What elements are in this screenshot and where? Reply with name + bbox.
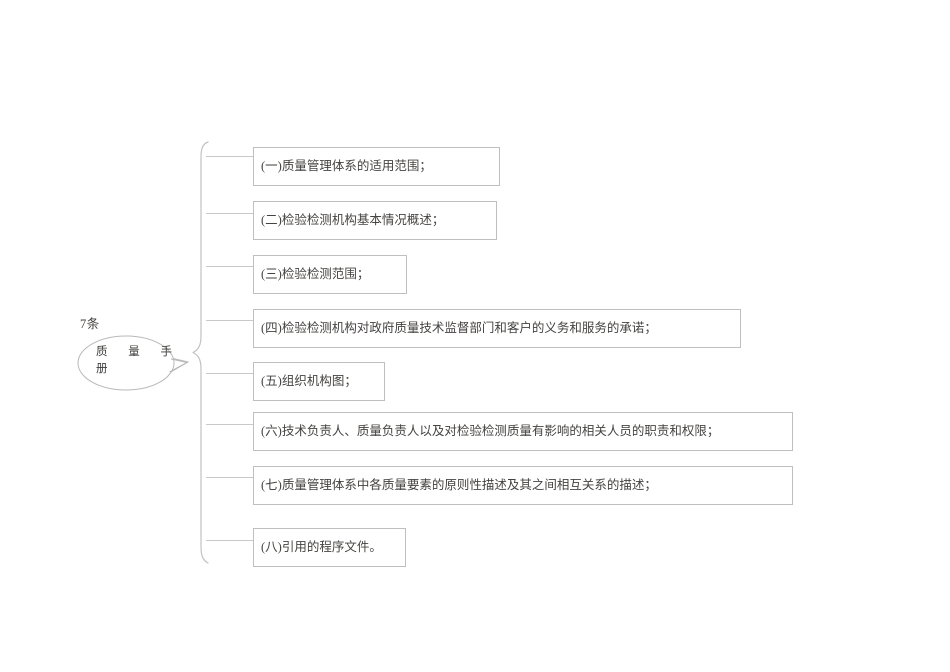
node-box-8[interactable]: (八)引用的程序文件。 bbox=[253, 528, 406, 567]
connector-line-3 bbox=[206, 266, 253, 267]
callout-label-line2: 册 bbox=[96, 363, 108, 375]
connector-line-1 bbox=[206, 156, 253, 157]
node-label-5: (五)组织机构图； bbox=[261, 374, 357, 388]
node-label-7: (七)质量管理体系中各质量要素的原则性描述及其之间相互关系的描述； bbox=[261, 478, 657, 492]
connector-line-2 bbox=[206, 213, 253, 214]
node-box-7[interactable]: (七)质量管理体系中各质量要素的原则性描述及其之间相互关系的描述； bbox=[253, 466, 793, 505]
connector-line-7 bbox=[206, 477, 253, 478]
node-label-1: (一)质量管理体系的适用范围； bbox=[261, 159, 432, 173]
connector-line-8 bbox=[206, 540, 253, 541]
node-box-6[interactable]: (六)技术负责人、质量负责人以及对检验检测质量有影响的相关人员的职责和权限； bbox=[253, 412, 793, 451]
node-label-3: (三)检验检测范围； bbox=[261, 267, 370, 281]
node-label-8: (八)引用的程序文件。 bbox=[261, 540, 382, 554]
node-box-1[interactable]: (一)质量管理体系的适用范围； bbox=[253, 147, 500, 186]
node-box-3[interactable]: (三)检验检测范围； bbox=[253, 255, 407, 294]
node-label-2: (二)检验检测机构基本情况概述； bbox=[261, 213, 445, 227]
callout-label-line1: 质 量 手 bbox=[96, 346, 172, 358]
callout-shape[interactable]: 质 量 手 册 bbox=[76, 332, 194, 394]
callout-label: 质 量 手 册 bbox=[96, 344, 172, 378]
node-label-4: (四)检验检测机构对政府质量技术监督部门和客户的义务和服务的承诺； bbox=[261, 321, 657, 335]
node-label-6: (六)技术负责人、质量负责人以及对检验检测质量有影响的相关人员的职责和权限； bbox=[261, 424, 720, 438]
connector-line-4 bbox=[206, 320, 253, 321]
node-box-5[interactable]: (五)组织机构图； bbox=[253, 362, 385, 401]
node-box-4[interactable]: (四)检验检测机构对政府质量技术监督部门和客户的义务和服务的承诺； bbox=[253, 309, 741, 348]
node-box-2[interactable]: (二)检验检测机构基本情况概述； bbox=[253, 201, 497, 240]
root-count-label: 7条 bbox=[80, 317, 100, 331]
connector-line-6 bbox=[206, 424, 253, 425]
curly-brace-icon bbox=[192, 141, 209, 564]
connector-line-5 bbox=[206, 373, 253, 374]
callout-oval-icon bbox=[77, 335, 190, 391]
